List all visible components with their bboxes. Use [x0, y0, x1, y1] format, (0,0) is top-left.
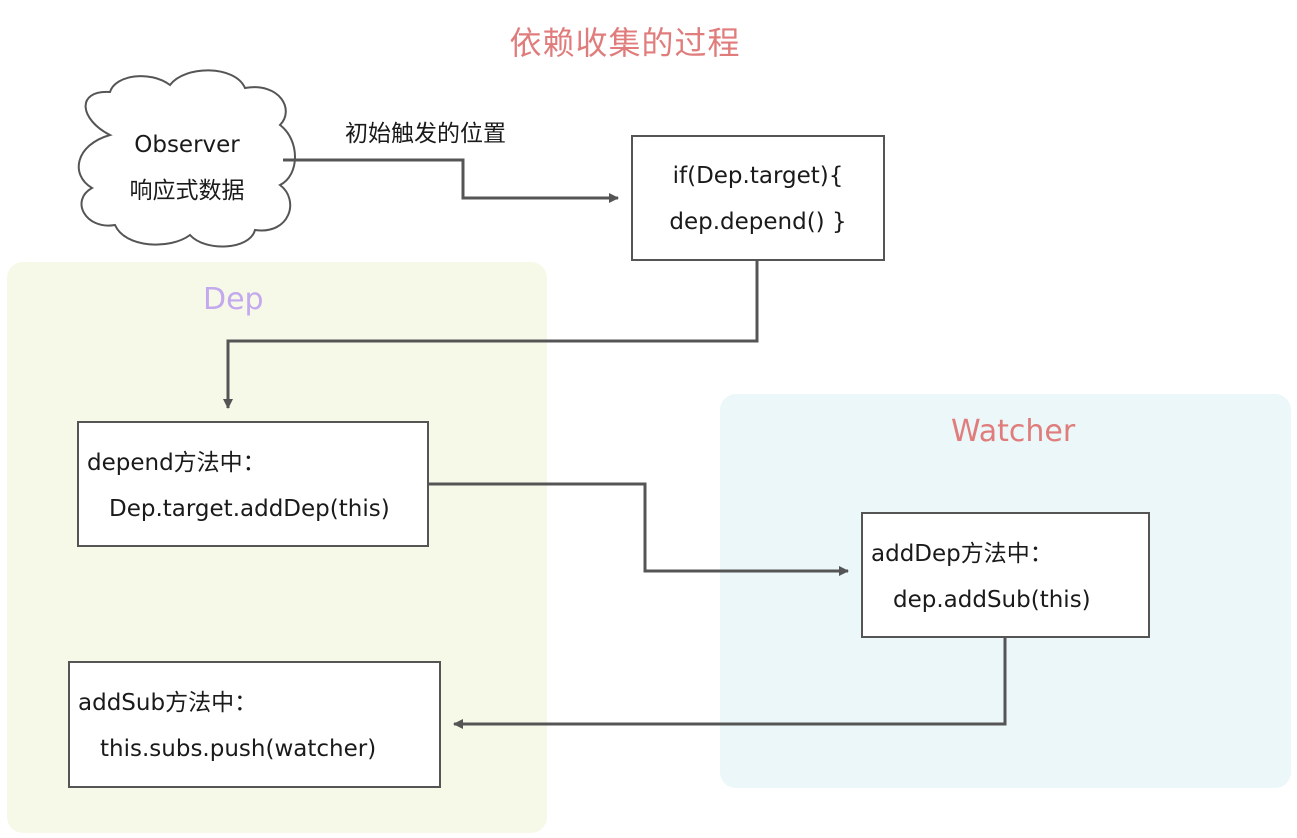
dep-region-title: Dep [203, 282, 264, 317]
addsub-method-line2: this.subs.push(watcher) [100, 736, 377, 762]
edge-observer-to-target [283, 158, 619, 203]
edge-depend-to-adddep [429, 482, 849, 576]
edge-adddep-to-addsub [453, 638, 1007, 729]
addsub-method-node: addSub方法中： this.subs.push(watcher) [68, 661, 441, 788]
adddep-method-line2: dep.addSub(this) [893, 587, 1091, 613]
edge-target-to-depend [223, 261, 759, 409]
depend-method-line1: depend方法中： [87, 450, 266, 476]
target-check-line2: dep.depend() } [669, 209, 847, 235]
trigger-edge-label: 初始触发的位置 [345, 121, 506, 147]
depend-method-line2: Dep.target.addDep(this) [109, 496, 390, 522]
target-check-node: if(Dep.target){ dep.depend() } [631, 135, 885, 261]
target-check-line1: if(Dep.target){ [672, 163, 844, 189]
depend-method-node: depend方法中： Dep.target.addDep(this) [77, 421, 429, 547]
watcher-region-title: Watcher [951, 414, 1076, 449]
adddep-method-node: addDep方法中： dep.addSub(this) [861, 512, 1150, 638]
addsub-method-line1: addSub方法中： [78, 690, 258, 716]
adddep-method-line1: addDep方法中： [871, 541, 1053, 567]
observer-cloud-shape [77, 69, 296, 248]
observer-node: Observer 响应式数据 [92, 122, 282, 214]
observer-line1: Observer [134, 132, 240, 158]
diagram-title: 依赖收集的过程 [509, 24, 741, 62]
observer-line2: 响应式数据 [129, 178, 245, 204]
